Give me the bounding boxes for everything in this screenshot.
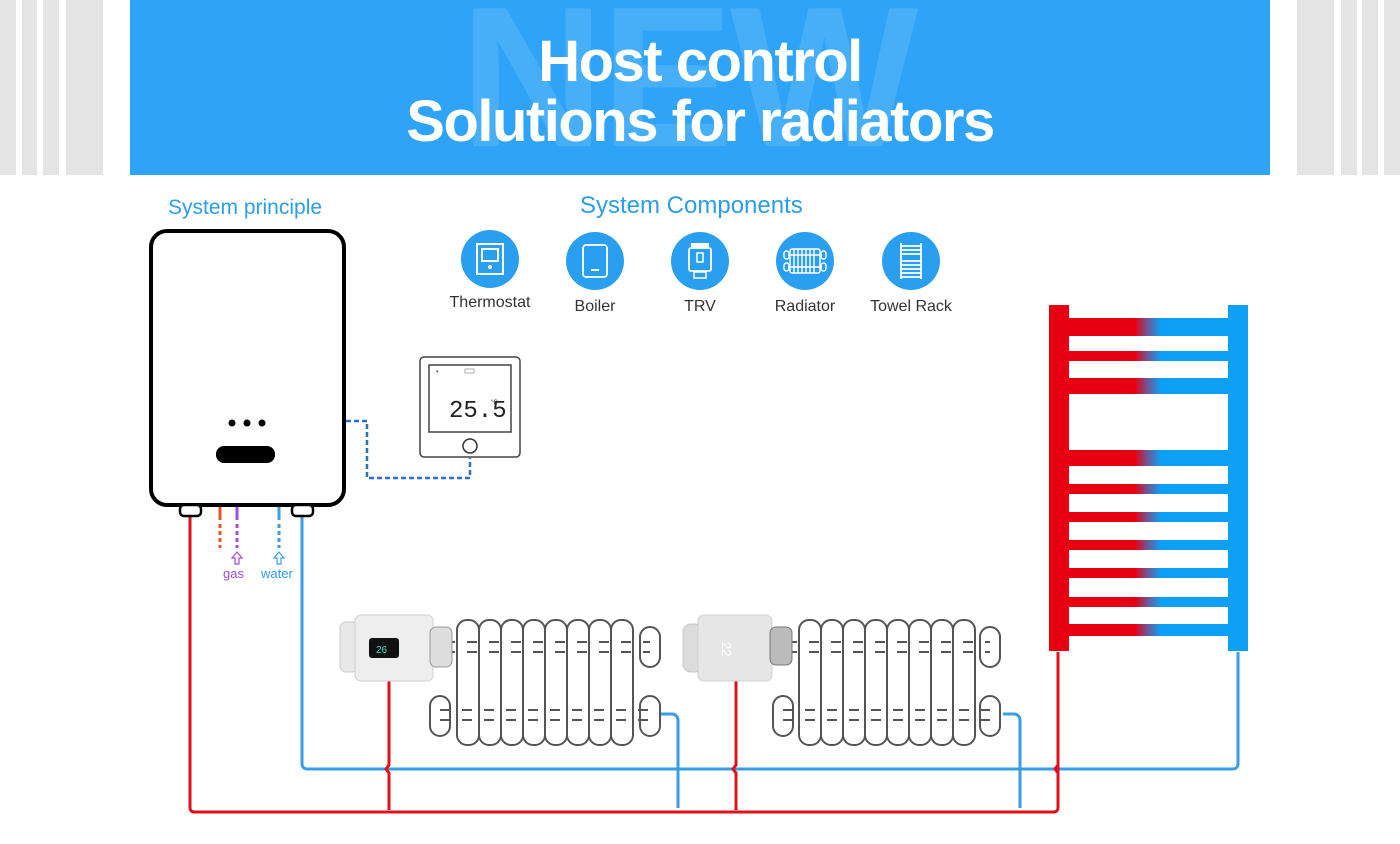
right-stripe-1 [1297, 0, 1334, 175]
new-watermark: NEW [460, 0, 919, 175]
trv1-screen [369, 638, 399, 658]
thermostat-icon [461, 230, 519, 288]
component-label: Towel Rack [870, 298, 952, 315]
thermostat-button [462, 438, 478, 454]
component-label: Thermostat [449, 294, 531, 311]
boiler-indicator-dot [228, 419, 236, 427]
hot-flow-pipe [188, 512, 1060, 814]
water-inlet [272, 507, 286, 565]
thermostat-temperature: 25.5 [449, 398, 507, 425]
left-stripe-1 [0, 0, 16, 175]
gas-label: gas [223, 566, 244, 581]
component-towel-rack: Towel Rack [851, 232, 971, 316]
radiator-1 [429, 619, 661, 746]
radiator-2 [772, 619, 1001, 746]
trv-1: 26 [339, 614, 453, 682]
towel-rack-icon [882, 232, 940, 290]
component-thermostat: Thermostat [430, 230, 550, 312]
banner-title-line2: Solutions for radiators [406, 89, 995, 154]
system-components-heading: System Components [580, 192, 803, 219]
header-banner: NEW Host control Solutions for radiators [130, 0, 1270, 175]
component-label: TRV [684, 298, 716, 315]
boiler-display [216, 446, 275, 463]
right-stripe-2 [1341, 0, 1357, 175]
boiler [149, 229, 346, 518]
left-stripe-4 [66, 0, 103, 175]
component-radiator: Radiator [745, 232, 865, 316]
towel-rack [1049, 305, 1248, 651]
thermostat-control-wire [346, 419, 472, 480]
gas-inlet [218, 507, 244, 565]
water-label: water [261, 566, 293, 581]
system-principle-heading: System principle [168, 196, 323, 219]
right-stripe-3 [1362, 0, 1378, 175]
component-boiler: Boiler [535, 232, 655, 316]
component-label: Radiator [774, 298, 836, 315]
left-stripe-3 [43, 0, 59, 175]
component-trv: TRV [640, 232, 760, 316]
banner-title-line1: Host control [538, 29, 863, 94]
wall-thermostat: ▾ 25.5 °C [419, 356, 521, 458]
trv-icon [671, 232, 729, 290]
trv2-temperature: 22 [719, 642, 734, 656]
thermostat-unit: °C [491, 400, 498, 406]
component-label: Boiler [574, 298, 616, 315]
right-stripe-4 [1384, 0, 1400, 175]
water-arrow-icon [272, 551, 286, 565]
gas-arrow-icon [230, 551, 244, 565]
left-stripe-2 [22, 0, 37, 175]
boiler-indicator-dot [258, 419, 266, 427]
boiler-indicator-dot [243, 419, 251, 427]
boiler-icon [566, 232, 624, 290]
trv-2: 22 [682, 614, 793, 682]
radiator-icon [776, 232, 834, 290]
cold-return-pipe [300, 512, 1240, 808]
wifi-icon: ▾ [436, 369, 439, 375]
trv1-temperature: 26 [376, 645, 388, 656]
